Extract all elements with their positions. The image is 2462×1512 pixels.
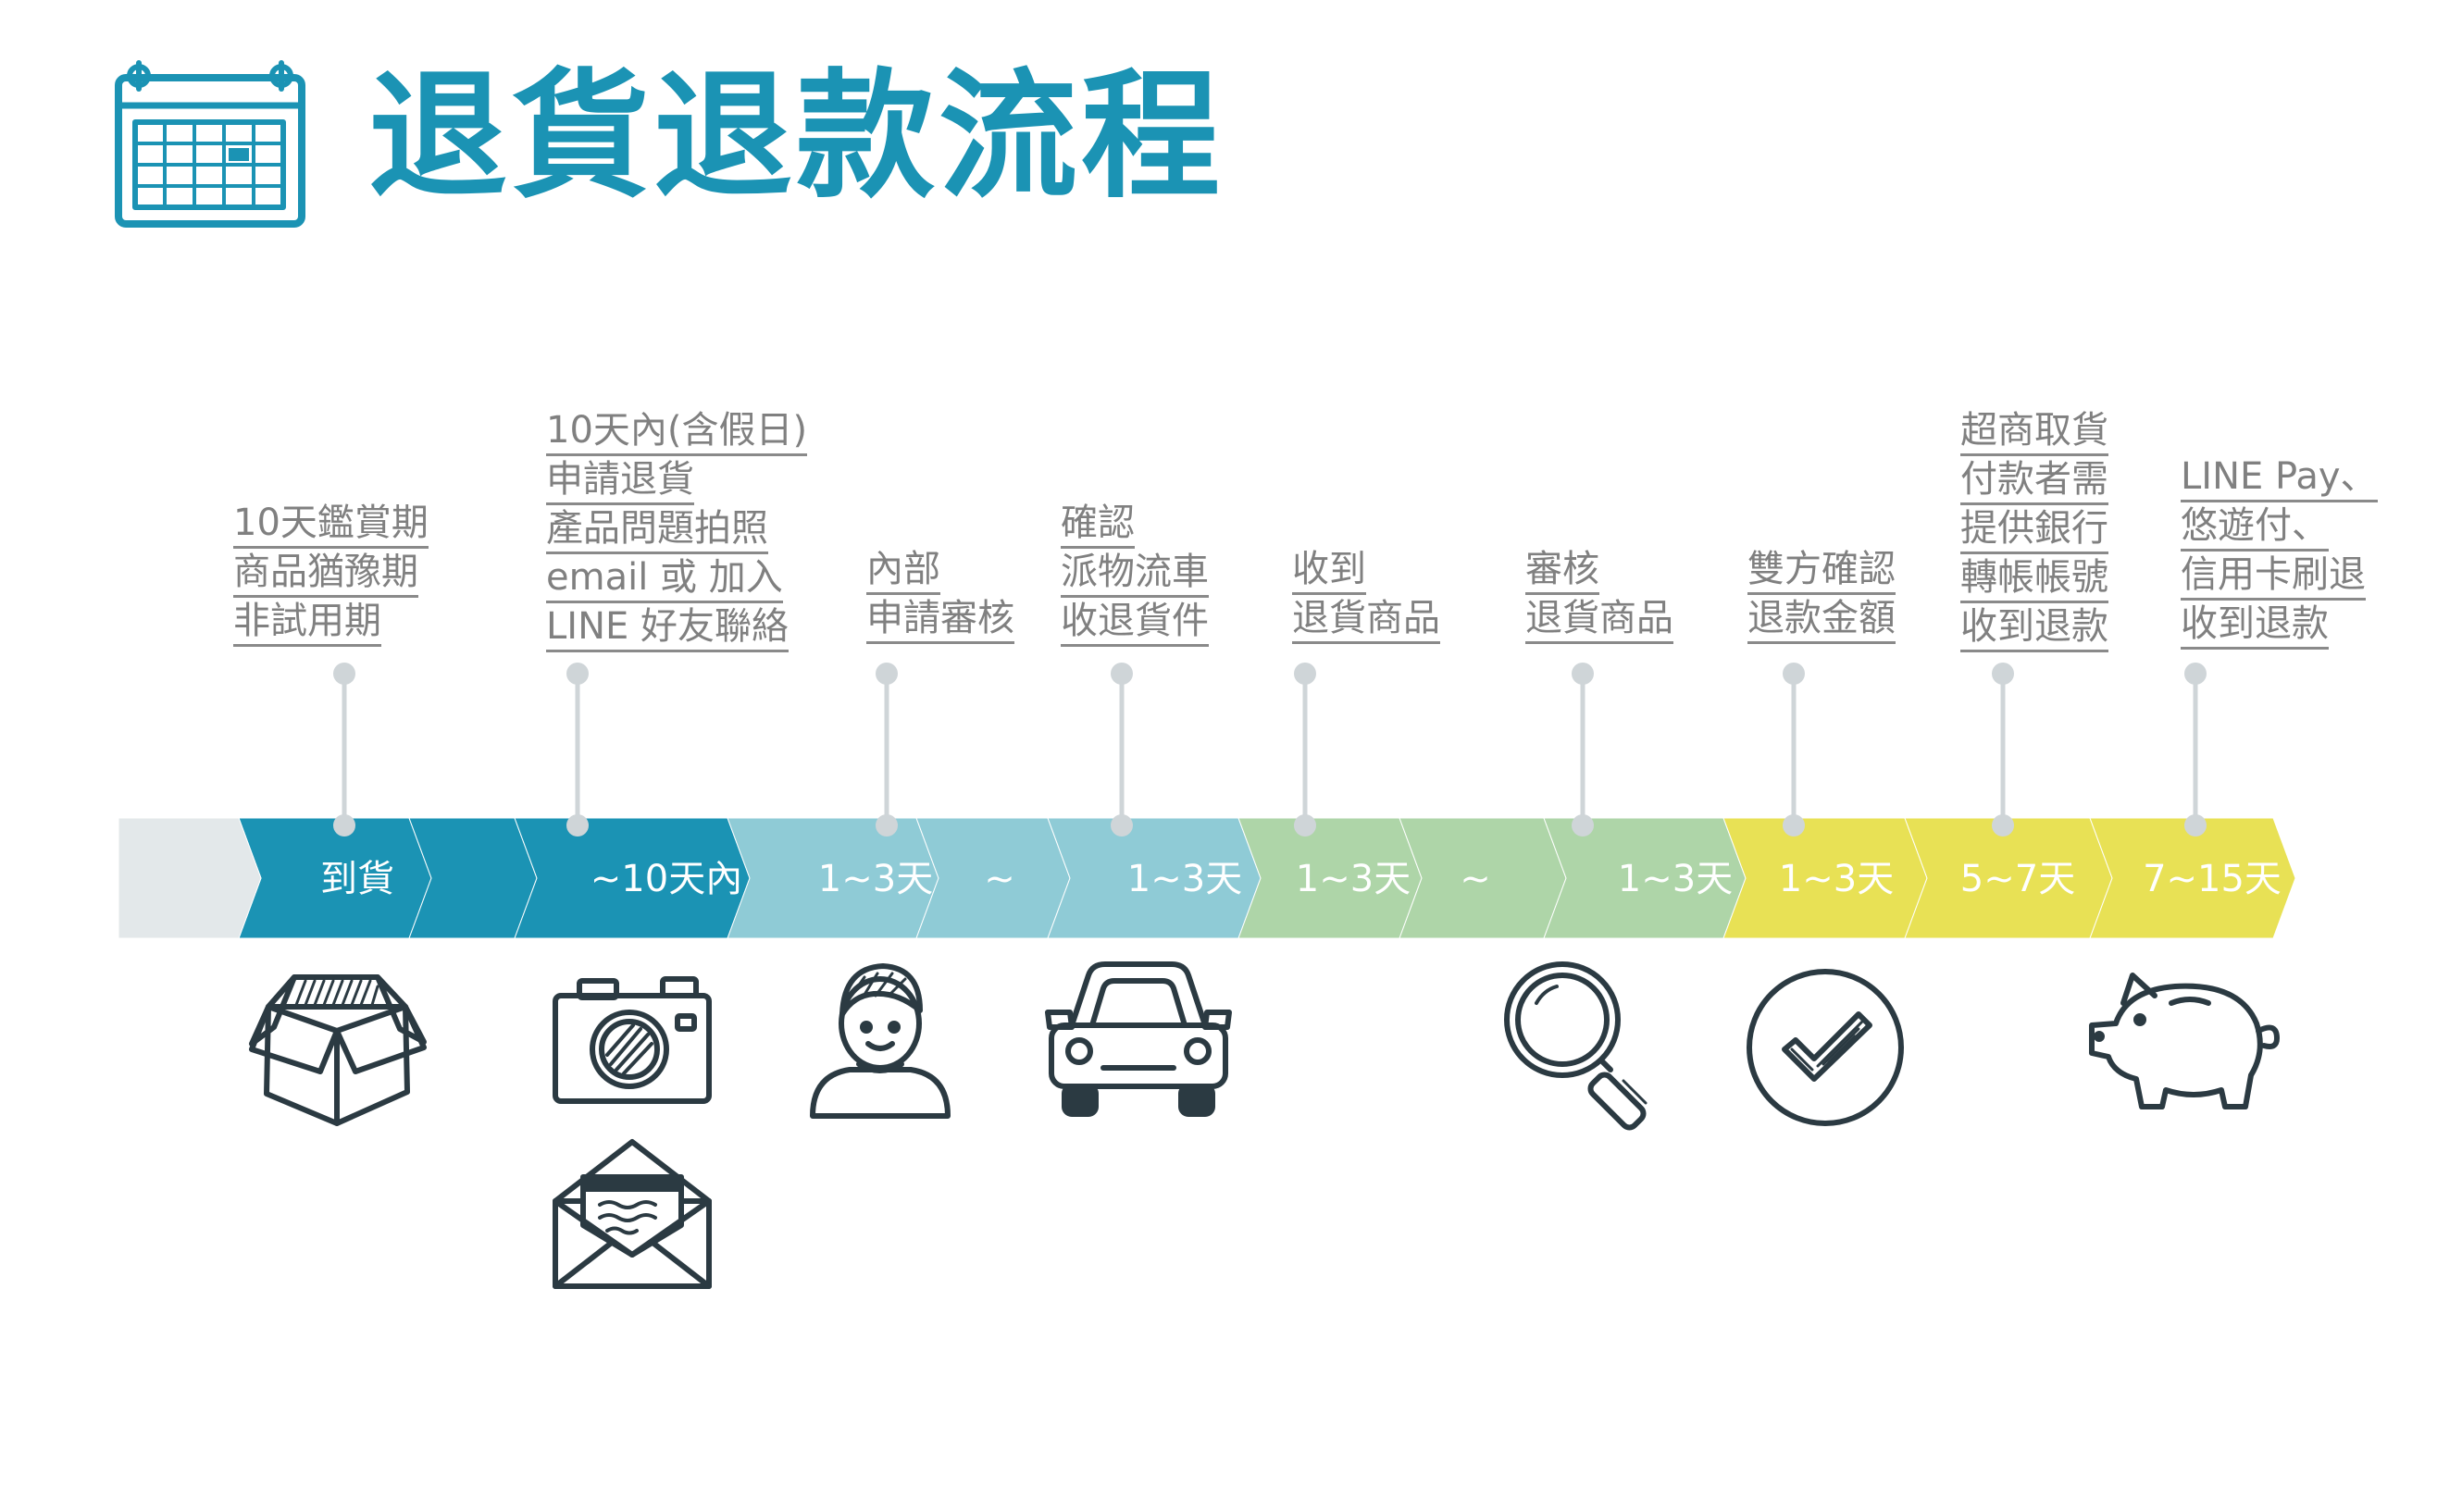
segment-label: 7~15天 [2143,858,2282,900]
piggy-bank-icon [2086,966,2281,1122]
step-label-line: 10天內(含假日) [546,407,808,456]
step-label-line: 商品猶豫期 [233,549,418,598]
step-label-line: 收到退款 [1960,603,2108,652]
segment-label: 5~7天 [1959,858,2076,900]
step-label-line: 退款金額 [1747,595,1896,644]
segment-label: 1~3天 [1617,858,1734,900]
timeline-band [118,817,2296,939]
connector-dot [1992,663,2014,685]
envelope-icon [552,1136,713,1290]
segment-label: 1~3天 [1778,858,1895,900]
band-segment [2089,817,2296,939]
step-label-line: 付款者需 [1960,456,2108,505]
connector-dot [2184,663,2207,685]
connector-dot [566,663,589,685]
step-label-line: 退貨商品 [1292,595,1440,644]
step-label-inspect: 審核退貨商品 [1525,546,1673,644]
step-label-line: 雙方確認 [1747,546,1896,595]
camera-icon [552,972,713,1105]
step-label-appreciation: 10天鑑賞期商品猶豫期非試用期 [233,500,429,647]
step-label-receive: 收到退貨商品 [1292,546,1440,644]
step-label-line: 收到 [1292,546,1366,595]
step-label-line: 非試用期 [233,598,381,647]
step-label-line: 收退貨件 [1061,598,1209,647]
connector-dot [1111,663,1133,685]
box-icon [248,970,427,1129]
step-label-line: LINE Pay、 [2181,453,2378,502]
segment-label: 1~3天 [1295,858,1411,900]
step-label-review: 內部申請審核 [866,546,1014,644]
step-label-line: 內部 [866,546,940,595]
timeline-connectors [342,674,2198,825]
segment-label: ~ [984,858,1015,900]
car-icon [1044,959,1233,1122]
step-label-line: 申請退貨 [546,456,694,505]
step-label-line: 提供銀行 [1960,505,2108,554]
person-icon [803,959,957,1120]
connector-dot [333,814,355,837]
step-label-line: 產品問題拍照 [546,505,768,554]
connector-dot [1992,814,2014,837]
step-label-line: 悠遊付、 [2181,502,2329,552]
connector-dot [1294,814,1316,837]
step-label-line: LINE 好友聯絡 [546,603,789,652]
step-label-pickup: 確認派物流車收退貨件 [1061,500,1209,647]
connector-dot [1111,814,1133,837]
band-segment [118,817,262,939]
step-label-line: 10天鑑賞期 [233,500,429,549]
step-label-line: 確認 [1061,500,1135,549]
connector-dot [1783,814,1805,837]
connector-dot [333,663,355,685]
connector-dot [1572,663,1594,685]
connector-dot [876,814,898,837]
calendar-icon [113,57,307,229]
step-label-line: 審核 [1525,546,1599,595]
step-label-line: 派物流車 [1061,549,1209,598]
step-label-line: 轉帳帳號 [1960,554,2108,603]
segment-label: 到貨 [320,858,394,900]
connector-dot [566,814,589,837]
step-label-line: 信用卡刷退 [2181,552,2366,601]
connector-dot [876,663,898,685]
step-label-line: 收到退款 [2181,601,2329,650]
step-label-line: email 或 加入 [546,554,783,603]
step-label-line: 申請審核 [866,595,1014,644]
segment-label: ~10天內 [590,858,743,900]
magnifier-icon [1501,959,1666,1131]
page-title: 退貨退款流程 [368,56,1225,217]
step-label-linepay: LINE Pay、悠遊付、信用卡刷退收到退款 [2181,453,2378,650]
step-label-convenience: 超商取貨付款者需提供銀行轉帳帳號收到退款 [1960,407,2108,652]
checkmark-icon [1744,966,1907,1129]
segment-label: 1~3天 [817,858,934,900]
connector-dot [1294,663,1316,685]
step-label-line: 超商取貨 [1960,407,2108,456]
timeline-dots [333,663,2207,837]
connector-dot [1572,814,1594,837]
segment-label: ~ [1460,858,1491,900]
step-label-line: 退貨商品 [1525,595,1673,644]
connector-dot [2184,814,2207,837]
segment-label: 1~3天 [1126,858,1243,900]
step-label-confirm: 雙方確認退款金額 [1747,546,1896,644]
connector-dot [1783,663,1805,685]
